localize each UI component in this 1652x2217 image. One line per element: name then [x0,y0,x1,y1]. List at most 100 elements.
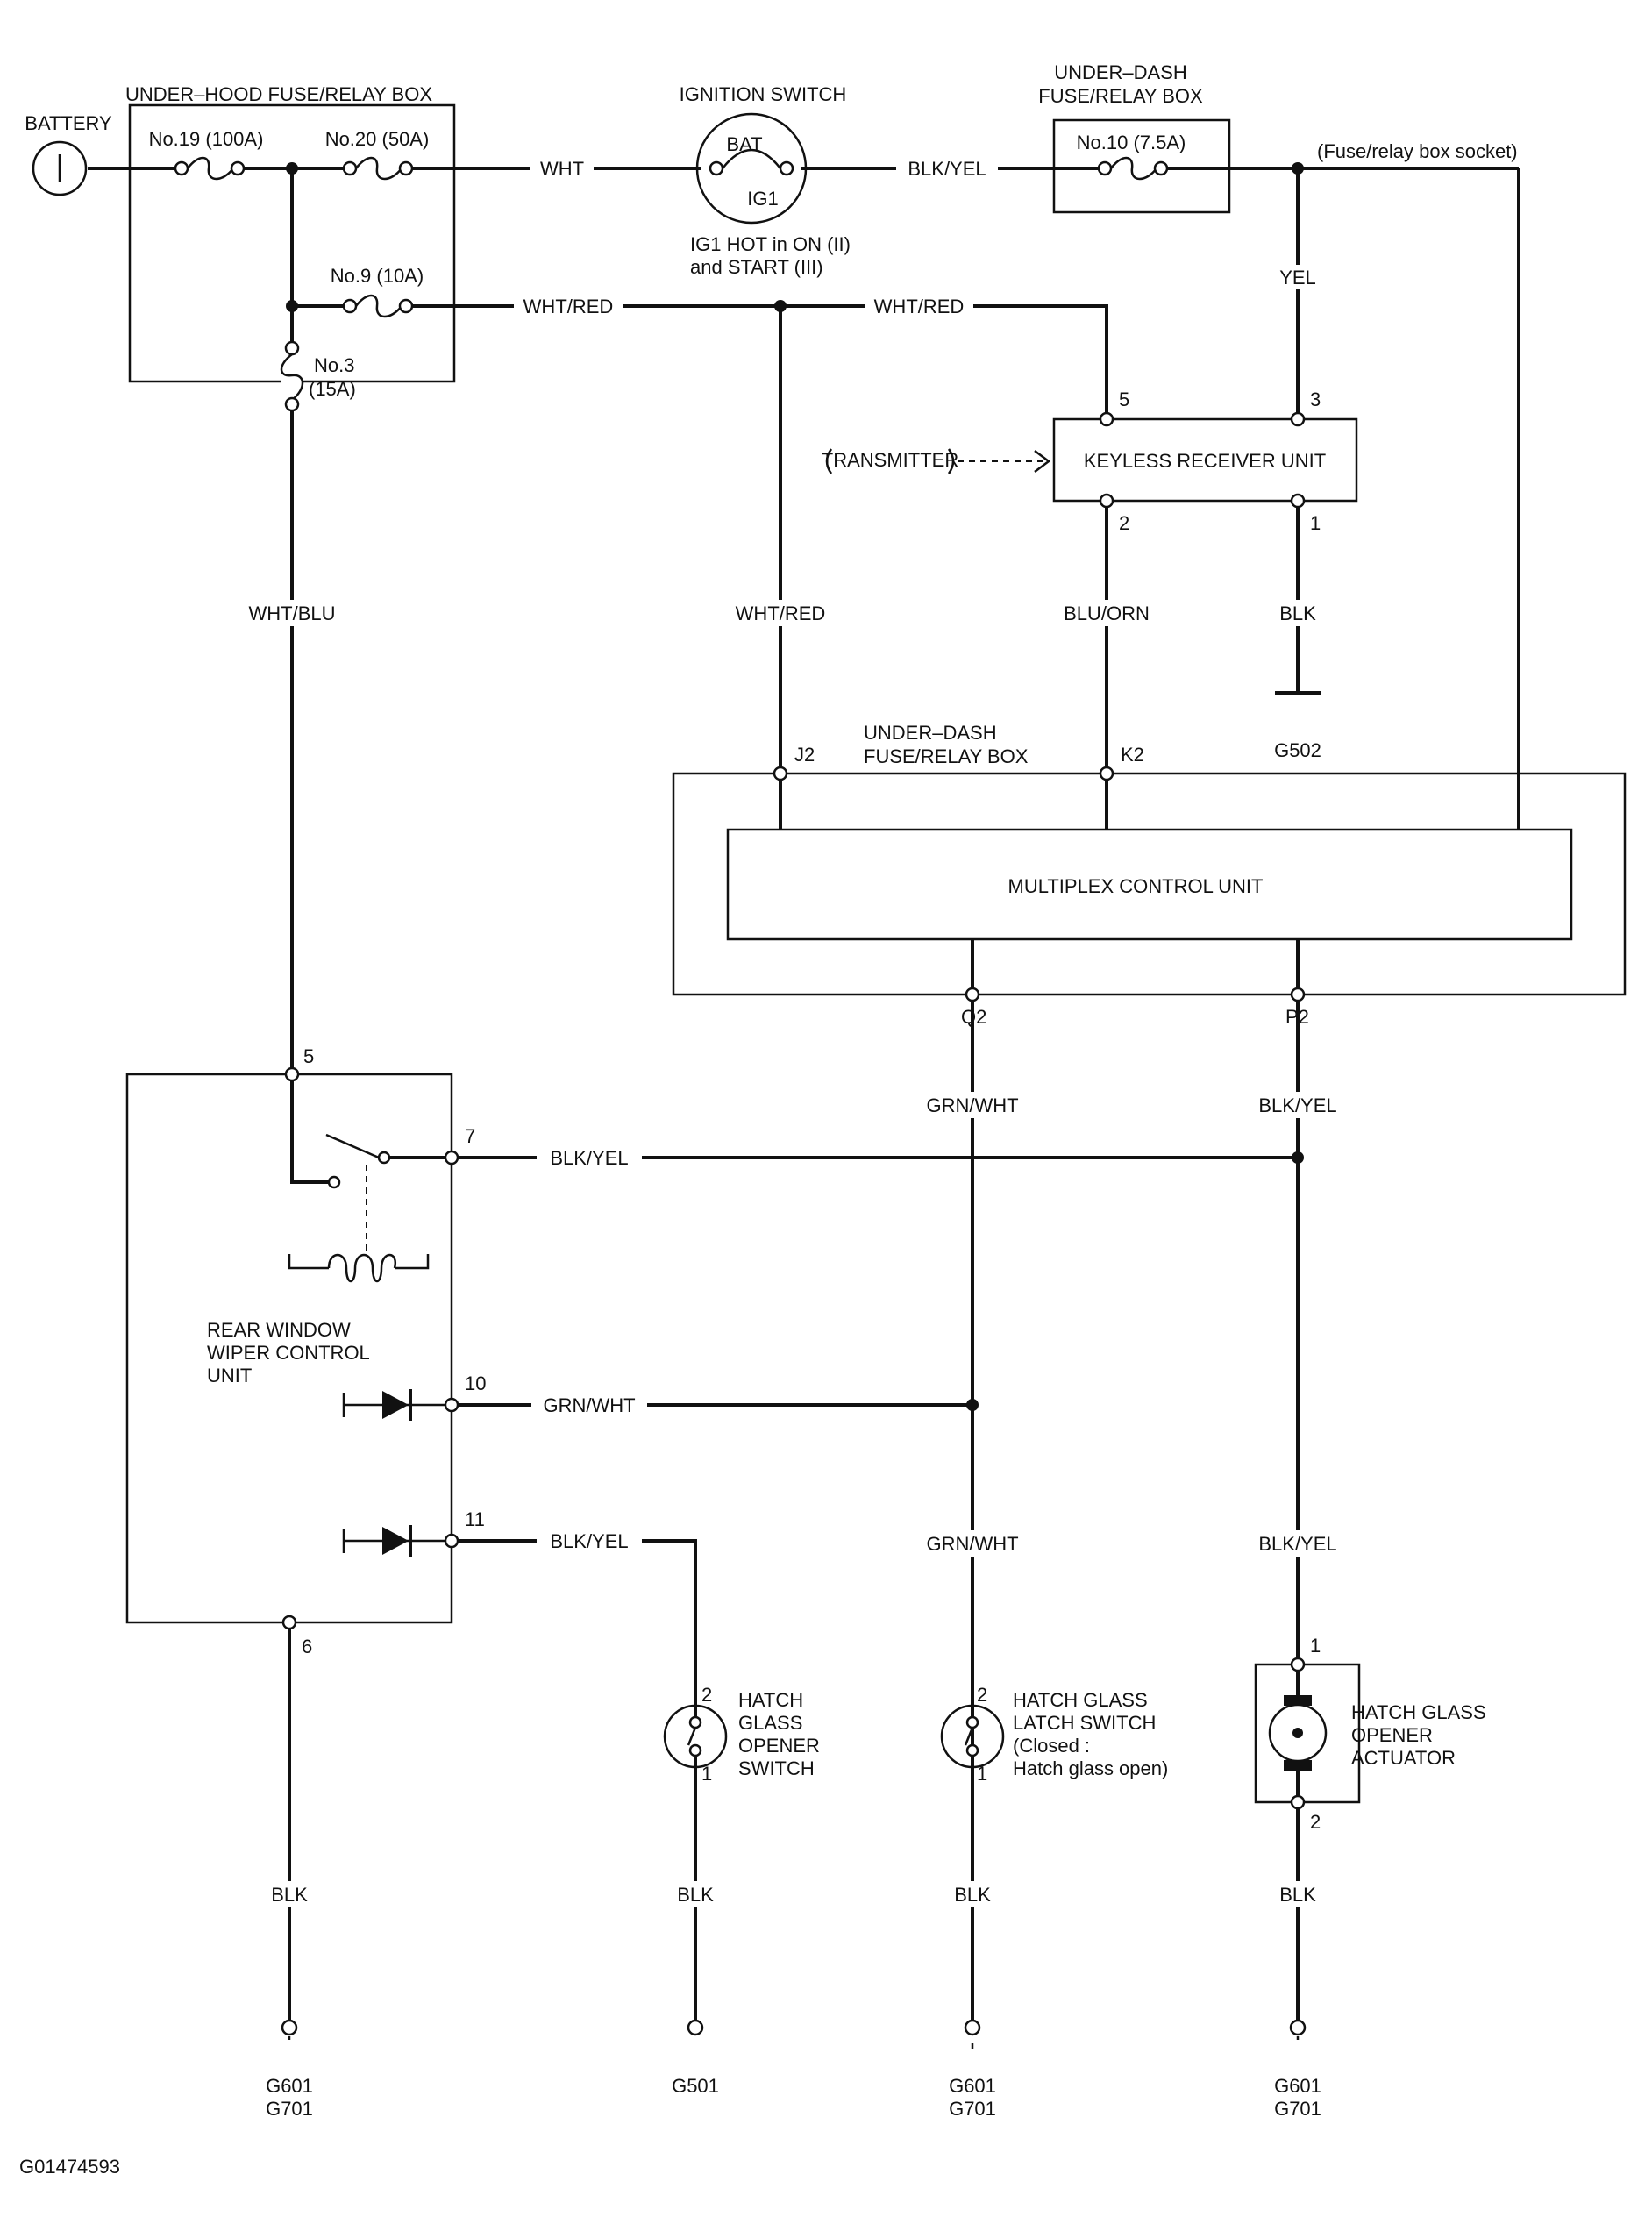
ground-terminal-g601-g701-middle [964,2019,981,2049]
ground-label-g701: G701 [266,2098,313,2120]
wire-label-wht-blu: WHT/BLU [249,602,336,624]
actuator-motor-icon [1268,1665,1328,1802]
mcu-box-label-2: FUSE/RELAY BOX [864,745,1029,767]
socket-label: (Fuse/relay box socket) [1317,140,1518,162]
fuse-20-icon [342,156,414,181]
ignition-note-2: and START (III) [690,256,823,278]
terminal-j2 [773,766,788,781]
wire-label-grn-wht-pin10: GRN/WHT [543,1394,635,1416]
ground-terminal-g501 [687,2019,704,2036]
pin-label: 6 [302,1636,312,1657]
terminal-p2 [1290,987,1306,1002]
fuse-9-icon [342,294,414,318]
multiplex-control-unit [726,828,1573,941]
hatch-glass-latch-switch-icon [940,1701,1005,1785]
wire-wht-red [410,304,1108,419]
fuse-10-icon [1097,156,1169,181]
ignition-note-1: IG1 HOT in ON (II) [690,233,851,255]
pin-label: J2 [794,744,815,766]
fuse-3-label: No.3 [314,354,354,376]
rear-wiper-label-3: UNIT [207,1365,252,1387]
wire-label-blk-yel-p2: BLK/YEL [1258,1094,1336,1116]
ground-label-g701: G701 [1274,2098,1321,2120]
terminal-keyless-3 [1290,411,1306,427]
rear-wiper-label-1: REAR WINDOW [207,1319,351,1341]
diode-pin11-icon [342,1525,452,1557]
pin-label: 5 [303,1045,314,1067]
terminal-q2 [965,987,980,1002]
pin-label: 1 [1310,1635,1321,1657]
opener-switch-label-3: OPENER [738,1735,820,1757]
opener-switch-label-4: SWITCH [738,1757,815,1779]
underdash-fuse-box-top [1052,118,1231,214]
battery-label: BATTERY [25,112,112,134]
terminal-k2 [1099,766,1114,781]
fuse-9-label: No.9 (10A) [331,265,424,287]
wire-blk-yel-pin11 [452,1539,697,1688]
wire-label-blk-4: BLK [1279,1884,1316,1906]
hatch-glass-opener-switch-icon [663,1688,728,1785]
ground-label-g601: G601 [1274,2075,1321,2097]
hatch-glass-opener-actuator [1254,1663,1361,1804]
pin-label: 5 [1119,389,1129,410]
mcu-box-label-1: UNDER–DASH [864,722,997,744]
terminal-wiper-10 [444,1397,459,1413]
underdash-fuse-box-mcu [672,772,1627,996]
actuator-label-2: OPENER [1351,1724,1433,1746]
junction-dot [1292,162,1304,175]
junction-dot [774,300,787,312]
diode-pin10-icon [342,1389,452,1421]
pin-label: K2 [1121,744,1144,766]
wire-label-wht-red-1: WHT/RED [523,296,614,317]
battery-icon [32,140,88,196]
terminal-wiper-6 [281,1615,297,1630]
ignition-switch-label: IGNITION SWITCH [680,83,847,105]
wire-label-grn-wht-1: GRN/WHT [926,1094,1018,1116]
pin-label: 11 [465,1508,485,1530]
fuse-3-icon [280,340,304,412]
latch-switch-label-2: LATCH SWITCH [1013,1712,1156,1734]
fuse-19-label: No.19 (100A) [149,128,264,150]
wire-label-wht-red-3: WHT/RED [736,602,826,624]
terminal-keyless-5 [1099,411,1114,427]
ignition-switch-icon [695,112,808,225]
fuse-10-label: No.10 (7.5A) [1077,132,1186,153]
wire-label-blk-yel-top: BLK/YEL [908,158,986,180]
pin-label: 1 [1310,512,1321,534]
wire-label-blk-yel-pin11: BLK/YEL [550,1530,628,1552]
transmitter-icon [825,448,1051,474]
pin-label: 2 [701,1684,712,1706]
wire-label-blk-1: BLK [271,1884,308,1906]
terminal-actuator-2 [1290,1794,1306,1810]
underhood-box-label: UNDER–HOOD FUSE/RELAY BOX [125,83,432,105]
ground-label-g501: G501 [672,2075,719,2097]
mcu-label: MULTIPLEX CONTROL UNIT [1008,875,1264,897]
pin-label: 1 [701,1763,712,1785]
wire-label-blk-yel-actuator: BLK/YEL [1258,1533,1336,1555]
ground-label-g601: G601 [949,2075,996,2097]
latch-switch-label-4: Hatch glass open) [1013,1757,1168,1779]
pin-label: 10 [465,1372,486,1394]
pin-label: 1 [977,1763,987,1785]
ignition-ig1-label: IG1 [747,188,778,210]
terminal-wiper-5 [284,1066,300,1082]
junction-dot [966,1399,979,1411]
wire-label-blk-2: BLK [677,1884,714,1906]
terminal-wiper-7 [444,1150,459,1166]
pin-label: 3 [1310,389,1321,410]
pin-label: 2 [1119,512,1129,534]
wire-label-blk-3: BLK [954,1884,991,1906]
pin-label: P2 [1285,1006,1309,1028]
pin-label: 7 [465,1125,475,1147]
junction-dot [286,300,298,312]
wire-label-grn-wht-2: GRN/WHT [926,1533,1018,1555]
wire-label-yel: YEL [1279,267,1316,289]
fuse-3-rating: (15A) [309,378,356,400]
ground-label-g601: G601 [266,2075,313,2097]
latch-switch-label-3: (Closed : [1013,1735,1090,1757]
figure-id: G01474593 [19,2156,120,2178]
terminal-wiper-11 [444,1533,459,1549]
terminal-actuator-1 [1290,1657,1306,1672]
opener-switch-label-1: HATCH [738,1689,803,1711]
